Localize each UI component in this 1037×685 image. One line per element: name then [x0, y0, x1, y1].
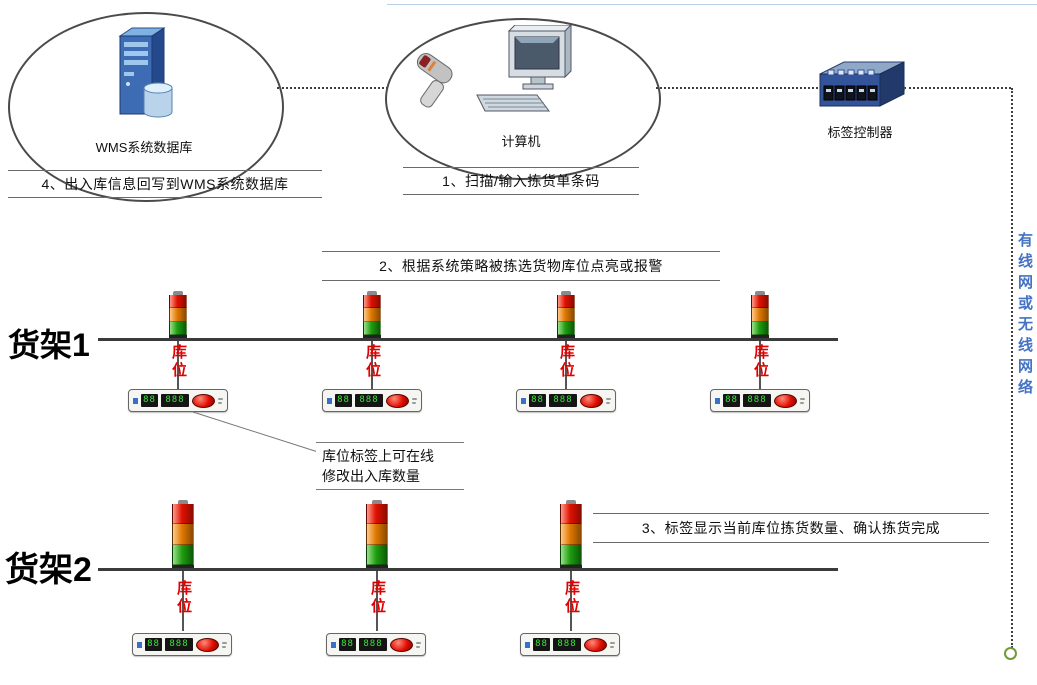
tag-display-left: 88: [339, 638, 356, 651]
stack-light: [363, 291, 381, 338]
network-vertical-line: [1011, 88, 1013, 648]
tag-markings: [218, 397, 223, 404]
tag-indicator: [715, 397, 720, 404]
tag-display-left: 88: [335, 394, 352, 407]
tag-display-right: 888: [743, 394, 771, 407]
step2-annotation: 2、根据系统策略被拣选货物库位点亮或报警: [322, 251, 720, 281]
tag-confirm-button: [386, 393, 409, 408]
step3-annotation: 3、标签显示当前库位拣货数量、确认拣货完成: [593, 513, 989, 543]
tag-markings: [222, 641, 227, 648]
tag-indicator: [331, 641, 336, 648]
tag-pole: [376, 571, 378, 631]
connector-wms-computer: [277, 87, 388, 89]
tag-markings: [606, 397, 611, 404]
tag-confirm-button: [774, 393, 797, 408]
shelf1-label: 货架1: [8, 327, 90, 363]
stack-light: [366, 500, 388, 568]
computer-label: 计算机: [501, 134, 541, 149]
tag-indicator: [525, 641, 530, 648]
tag-pole: [759, 341, 761, 389]
shelf1-line: [98, 338, 838, 341]
shelf-tag: 88 888: [710, 389, 810, 412]
tag-confirm-button: [390, 637, 413, 652]
tag-display-right: 888: [553, 638, 581, 651]
tag-markings: [800, 397, 805, 404]
note-line1: 库位标签上可在线: [322, 448, 434, 464]
tag-indicator: [133, 397, 138, 404]
tag-display-left: 88: [723, 394, 740, 407]
tag-indicator: [327, 397, 332, 404]
tag-controller-icon: [814, 58, 906, 116]
tag-display-right: 888: [165, 638, 193, 651]
shelf-tag: 88 888: [128, 389, 228, 412]
stack-light: [557, 291, 575, 338]
tag-markings: [416, 641, 421, 648]
note-line2: 修改出入库数量: [322, 468, 420, 484]
tag-markings: [412, 397, 417, 404]
controller-label: 标签控制器: [827, 125, 893, 140]
shelf-tag: 88 888: [132, 633, 232, 656]
stack-light: [169, 291, 187, 338]
computer-icon: [475, 25, 580, 120]
tag-display-right: 888: [355, 394, 383, 407]
slot-label: 库位: [170, 344, 187, 380]
wms-db-ellipse: [8, 12, 284, 202]
shelf2-label: 货架2: [5, 551, 92, 589]
shelf-tag: 88 888: [322, 389, 422, 412]
tag-pole: [565, 341, 567, 389]
tag-display-left: 88: [529, 394, 546, 407]
tag-confirm-button: [196, 637, 219, 652]
slot-label: 库位: [364, 344, 381, 380]
step4-annotation: 4、出入库信息回写到WMS系统数据库: [8, 170, 322, 198]
slot-label: 库位: [558, 344, 575, 380]
network-type-label: 有线网或无线网络: [1016, 232, 1033, 400]
tag-markings: [610, 641, 615, 648]
slot-label: 库位: [563, 580, 580, 616]
tag-display-left: 88: [145, 638, 162, 651]
note-box: 库位标签上可在线 修改出入库数量: [316, 442, 464, 490]
server-database-icon: [98, 26, 183, 131]
stack-light: [172, 500, 194, 568]
shelf-tag: 88 888: [520, 633, 620, 656]
shelf2-line: [98, 568, 838, 571]
page-boundary-line: [387, 4, 1037, 5]
connector-controller-network: [904, 87, 1011, 89]
shelf-tag: 88 888: [516, 389, 616, 412]
connector-node-bottom: [1004, 647, 1017, 660]
step1-annotation: 1、扫描/输入拣货单条码: [403, 167, 639, 195]
tag-confirm-button: [580, 393, 603, 408]
slot-label: 库位: [369, 580, 386, 616]
slot-label: 库位: [752, 344, 769, 380]
slot-label: 库位: [175, 580, 192, 616]
tag-display-right: 888: [359, 638, 387, 651]
shelf-tag: 88 888: [326, 633, 426, 656]
tag-display-right: 888: [161, 394, 189, 407]
tag-indicator: [521, 397, 526, 404]
tag-pole: [177, 341, 179, 389]
stack-light: [751, 291, 769, 338]
tag-confirm-button: [584, 637, 607, 652]
computer-ellipse: [385, 18, 661, 180]
tag-display-left: 88: [533, 638, 550, 651]
stack-light: [560, 500, 582, 568]
tag-confirm-button: [192, 393, 215, 408]
tag-indicator: [137, 641, 142, 648]
tag-display-left: 88: [141, 394, 158, 407]
barcode-scanner-icon: [405, 50, 465, 122]
tag-pole: [570, 571, 572, 631]
tag-display-right: 888: [549, 394, 577, 407]
wms-db-label: WMS系统数据库: [95, 140, 193, 155]
connector-computer-controller: [656, 87, 818, 89]
tag-pole: [371, 341, 373, 389]
tag-pole: [182, 571, 184, 631]
